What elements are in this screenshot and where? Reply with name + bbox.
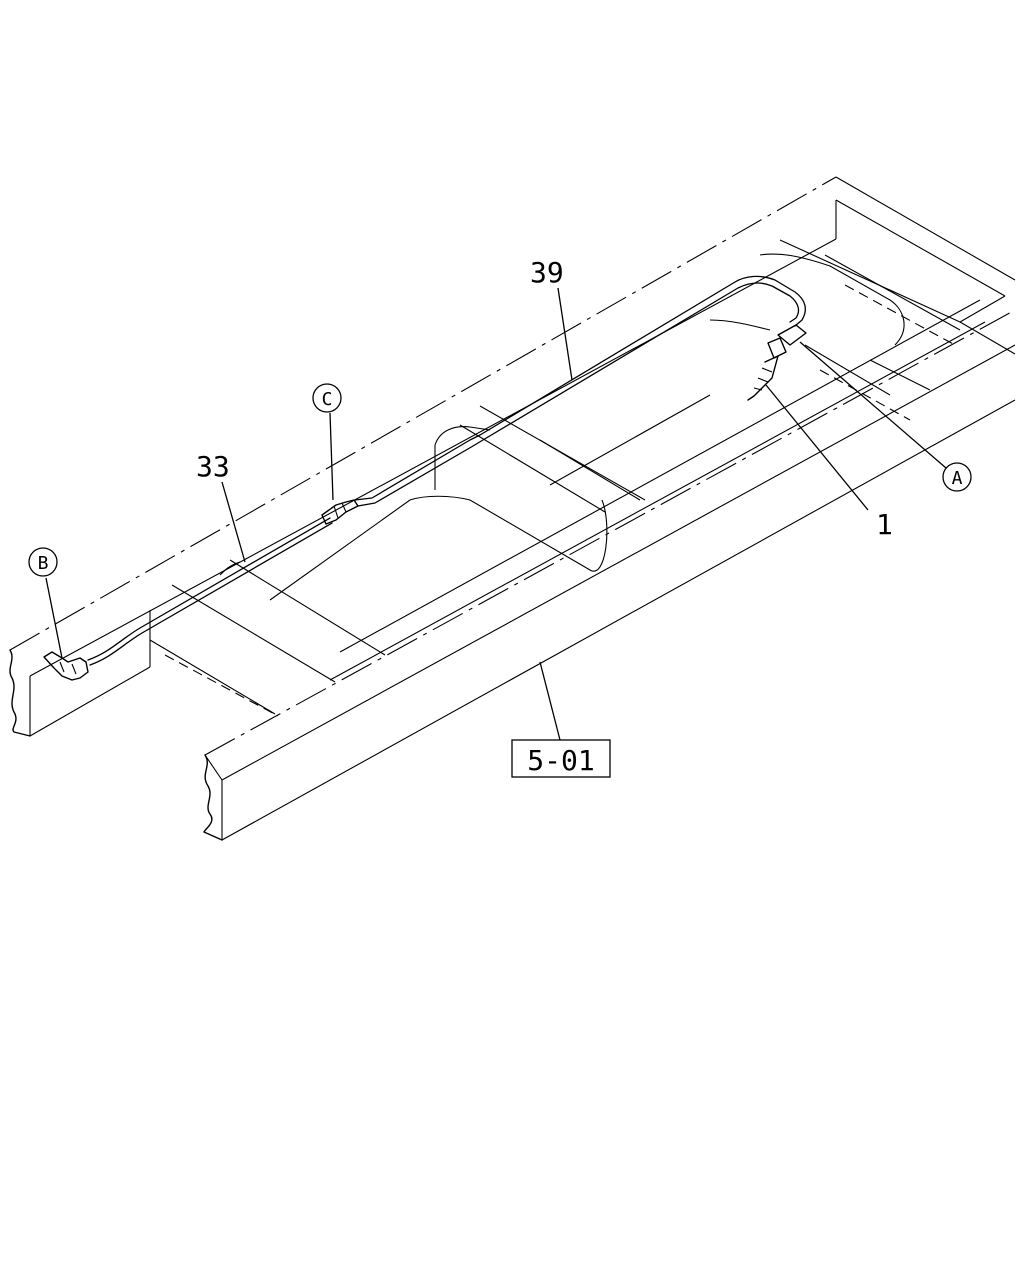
pipe-assembly [43,275,807,681]
leader-1 [765,384,869,511]
leader-c [329,412,334,501]
cross-member-middle [269,405,646,601]
frame-inner-bottom-edge [329,321,986,681]
frame-corner-edge [959,295,1006,323]
upper-rail-top-edge [9,176,837,651]
frame-right-top-edge [835,176,1016,281]
callout-circle-a: A [942,462,972,492]
leader-ref [539,661,561,741]
lower-rail-top-edge [204,309,1016,756]
callout-33: 33 [196,450,230,483]
circle-a-icon [942,462,972,492]
cross-member-left [149,559,386,717]
label-b: B [38,553,49,574]
leader-b [45,577,63,659]
reference-frame [511,739,611,778]
circle-b-icon [28,547,58,577]
circle-c-icon [312,383,342,413]
frame-inner-right-edge [835,199,1006,297]
leader-39 [557,287,573,381]
lower-rail-bottom-edge [221,399,1016,841]
sensor-part-1 [747,324,807,401]
lower-rail-upper-face [221,344,1016,781]
pipe-33-upper [87,517,331,661]
callout-39: 39 [530,256,564,289]
frame-corner-edge-2 [959,321,1016,355]
frame-inner-lower-ledge [339,299,981,653]
pipe-33-lower [89,522,333,666]
callout-1: 1 [876,508,893,541]
upper-rail-bottom-edge [29,666,151,737]
connector-c [321,499,359,525]
callout-circle-c: C [312,383,342,413]
callout-circle-b: B [28,547,58,577]
upper-rail-break [9,649,31,737]
fitting-b [43,651,89,681]
leader-lines [45,287,947,741]
upper-rail-inner-edge [29,238,837,677]
pipe-39-lower [357,282,800,507]
leader-33 [221,481,246,563]
pipe-39-upper [354,275,806,501]
leader-a [799,341,947,469]
reference-box: 5-01 [511,739,611,778]
reference-label: 5-01 [527,744,594,777]
label-c: C [322,389,333,410]
label-a: A [952,468,963,489]
lower-rail-break [203,754,223,841]
chassis-frame [9,176,1016,841]
cross-member-right [549,239,961,486]
lower-rail-end-top [204,754,223,781]
